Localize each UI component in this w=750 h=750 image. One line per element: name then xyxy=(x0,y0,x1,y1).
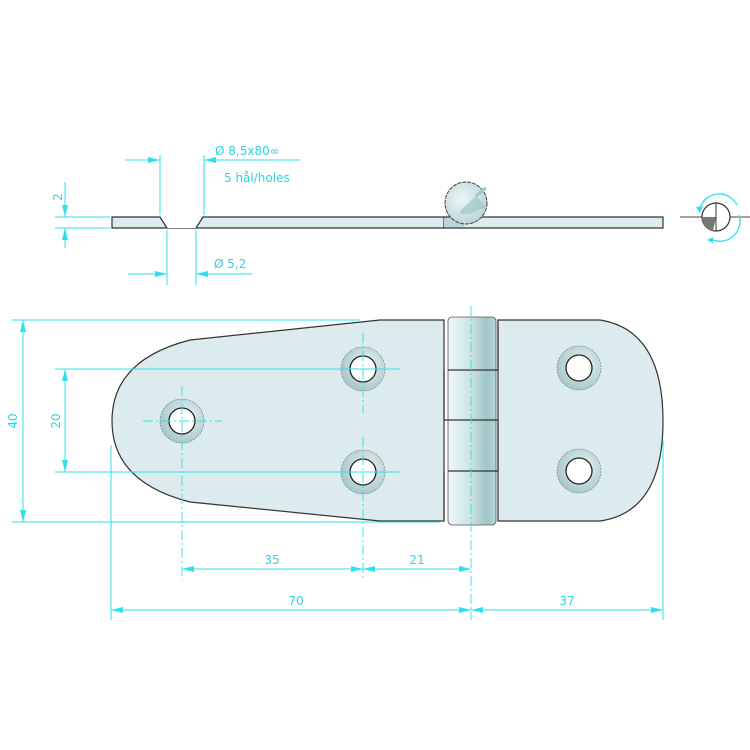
thickness-label: 2 xyxy=(51,193,65,201)
dim-37-label: 37 xyxy=(559,594,574,608)
logo-mark-icon xyxy=(460,196,486,214)
spacing-20-label: 20 xyxy=(49,413,63,428)
dim-21-label: 21 xyxy=(409,553,424,567)
rotation-projection-icon xyxy=(680,193,750,243)
right-leaf xyxy=(497,319,664,522)
plan-view xyxy=(111,306,664,620)
hole xyxy=(556,448,602,494)
dim-35-label: 35 xyxy=(264,553,279,567)
countersink-label: Ø 8,5x80∞ xyxy=(215,144,280,158)
hinge-knuckle xyxy=(447,316,497,526)
side-view: Ø 8,5x80∞ 5 hål/holes Ø 5,2 2 xyxy=(51,144,664,285)
dim-70-label: 70 xyxy=(288,594,303,608)
knuckle-profile xyxy=(444,181,488,225)
height-40-label: 40 xyxy=(6,413,20,428)
holes-count-label: 5 hål/holes xyxy=(224,171,290,185)
plan-dimensions: 40 20 35 21 70 37 xyxy=(6,319,664,620)
hole-diameter-label: Ø 5,2 xyxy=(214,257,246,271)
hole xyxy=(556,345,602,391)
